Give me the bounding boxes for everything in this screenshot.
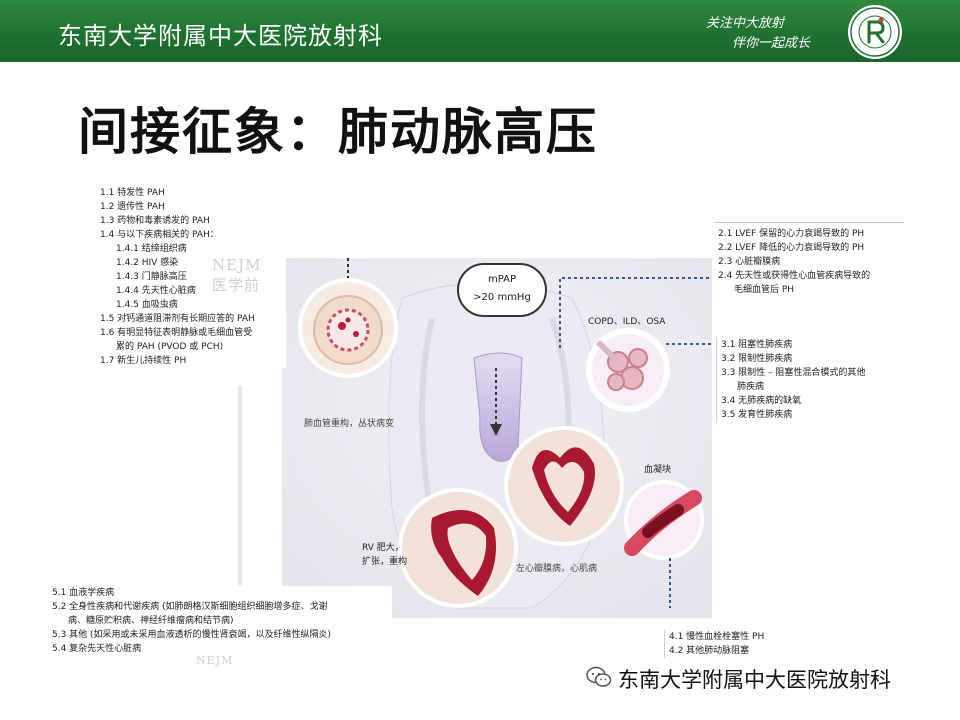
arrow-down-icon — [490, 424, 502, 436]
group5-items: 5.1 血液学疾病 5.2 全身性疾病和代谢疾病 (如肺朗格汉斯细胞组织细胞增多症… — [52, 586, 392, 656]
pulmonary-hypertension-illustration: 肺血管重构，丛状病变 mPAP >20 mmHg COPD、ILD、OSA 左心… — [282, 258, 712, 618]
list-item: 1.2 遗传性 PAH — [100, 202, 165, 212]
lung-contour — [419, 317, 435, 519]
list-item: 肺疾病 — [737, 382, 765, 392]
group3-list: 3.1 阻塞性肺疾病 3.2 限制性肺疾病 3.3 限制性 – 阻塞性混合模式的其他… — [716, 338, 911, 422]
list-item: 2.2 LVEF 降低的心力衰竭导致的 PH — [718, 243, 865, 253]
footer-watermark: 东南大学附属中大医院放射科 — [618, 668, 891, 692]
slide-title: 间接征象：肺动脉高压 — [78, 103, 598, 161]
list-item: 3.1 阻塞性肺疾病 — [721, 340, 793, 350]
group2-list: 2.1 LVEF 保留的心力衰竭导致的 PH 2.2 LVEF 降低的心力衰竭导致… — [714, 222, 904, 297]
group4-items: 4.1 慢性血栓栓塞性 PH 4.2 其他肺动脉阻塞 — [669, 630, 855, 658]
list-item: 1.4.5 血吸虫病 — [116, 300, 178, 310]
list-item: 1.4.1 结缔组织病 — [116, 244, 187, 254]
list-item: 2.1 LVEF 保留的心力衰竭导致的 PH — [718, 229, 865, 239]
list-item: 4.2 其他肺动脉阻塞 — [669, 646, 750, 656]
list-item: 1.3 药物和毒素诱发的 PAH — [100, 216, 210, 226]
mpap-label: mPAP — [488, 274, 516, 285]
list-item: 1.1 特发性 PAH — [100, 188, 165, 198]
rv-label-1: RV 肥大， — [362, 541, 404, 553]
list-item: 5.1 血液学疾病 — [52, 588, 115, 598]
header-title: 东南大学附属中大医院放射科 — [58, 22, 383, 50]
list-item: 累的 PAH (PVOD 或 PCH) — [116, 342, 224, 352]
mpap-value: >20 mmHg — [473, 292, 531, 303]
header-slogan: 关注中大放射 伴你一起成长 — [706, 14, 810, 54]
divider — [238, 385, 242, 645]
remodel-label: 肺血管重构，丛状病变 — [304, 417, 394, 429]
clot-mass — [642, 504, 684, 538]
group1-list: 1.1 特发性 PAH 1.2 遗传性 PAH 1.3 药物和毒素诱发的 PAH 1.… — [96, 186, 286, 368]
pulmonary-artery — [473, 352, 523, 462]
list-item: 1.4 与以下疾病相关的 PAH： — [100, 230, 219, 240]
list-item: 5.3 其他 (如采用或未采用血液透析的慢性肾衰竭，以及纤维性纵隔炎) — [52, 630, 332, 640]
group3-items: 3.1 阻塞性肺疾病 3.2 限制性肺疾病 3.3 限制性 – 阻塞性混合模式的其他… — [721, 338, 911, 422]
list-item: 毛细血管后 PH — [734, 285, 795, 295]
list-item: 1.4.4 先天性心脏病 — [116, 286, 196, 296]
group5-list: 5.1 血液学疾病 5.2 全身性疾病和代谢疾病 (如肺朗格汉斯细胞组织细胞增多症… — [48, 586, 392, 656]
hospital-logo-icon — [848, 5, 902, 59]
group4-list: 4.1 慢性血栓栓塞性 PH 4.2 其他肺动脉阻塞 — [664, 630, 855, 658]
valve-label: 左心瓣膜病，心肌病 — [516, 562, 597, 574]
nejm-watermark: NEJM — [212, 256, 262, 274]
list-item: 2.4 先天性或获得性心血管疾病导致的 — [718, 271, 871, 281]
clot-label: 血凝块 — [644, 463, 671, 475]
nejm-watermark-bottom: NEJM — [196, 654, 234, 667]
list-item: 5.4 复杂先天性心脏病 — [52, 644, 142, 654]
mpap-box — [457, 263, 547, 317]
slogan-line-2: 伴你一起成长 — [732, 36, 811, 51]
list-item: 3.5 发育性肺疾病 — [721, 410, 793, 420]
rv-label-2: 扩张，重构 — [362, 555, 407, 567]
list-item: 1.4.3 门静脉高压 — [116, 272, 187, 282]
group1-items: 1.1 特发性 PAH 1.2 遗传性 PAH 1.3 药物和毒素诱发的 PAH 1.… — [100, 186, 286, 368]
list-item: 3.2 限制性肺疾病 — [721, 354, 793, 364]
list-item: 4.1 慢性血栓栓塞性 PH — [669, 632, 765, 642]
header-band: 东南大学附属中大医院放射科 关注中大放射 伴你一起成长 — [0, 0, 960, 62]
list-item: 1.4.2 HIV 感染 — [116, 258, 179, 268]
list-item: 病、糖原贮积病、神经纤维瘤病和结节病) — [68, 616, 234, 626]
list-item: 2.3 心脏瓣膜病 — [718, 257, 781, 267]
list-item: 3.3 限制性 – 阻塞性混合模式的其他 — [721, 368, 866, 378]
list-item: 3.4 无肺疾病的缺氧 — [721, 396, 802, 406]
copd-label: COPD、ILD、OSA — [588, 317, 666, 327]
wechat-icon — [586, 666, 612, 687]
nejm-watermark-cn: 医学前 — [212, 276, 261, 294]
list-item: 5.2 全身性疾病和代谢疾病 (如肺朗格汉斯细胞组织细胞增多症、戈谢 — [52, 602, 328, 612]
group2-items: 2.1 LVEF 保留的心力衰竭导致的 PH 2.2 LVEF 降低的心力衰竭导致… — [718, 227, 904, 297]
list-item: 1.6 有明显特征表明静脉或毛细血管受 — [100, 328, 253, 338]
slogan-line-1: 关注中大放射 — [706, 16, 785, 31]
list-item: 1.5 对钙通道阻滞剂有长期应答的 PAH — [100, 314, 255, 324]
list-item: 1.7 新生儿持续性 PH — [100, 356, 187, 366]
